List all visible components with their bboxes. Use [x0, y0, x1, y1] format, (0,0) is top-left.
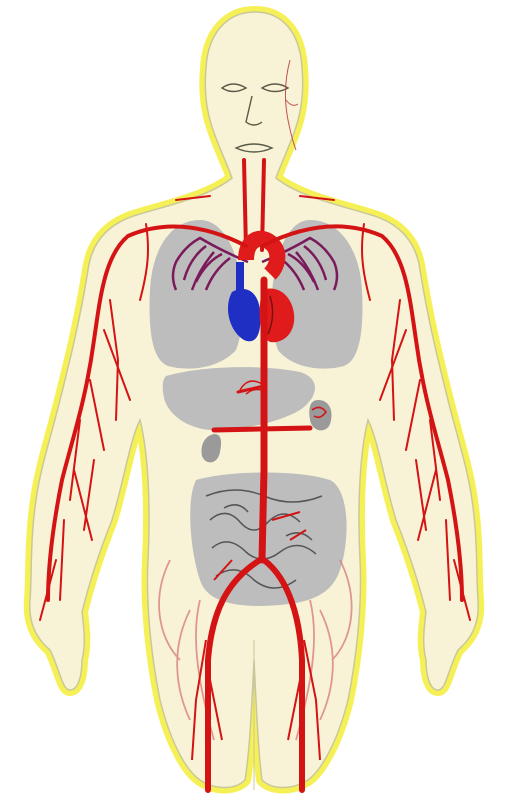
left-lung — [150, 220, 243, 369]
right-kidney — [309, 400, 331, 430]
renal-branch — [214, 428, 310, 430]
aorta — [262, 280, 264, 560]
intestines — [190, 473, 346, 607]
intestine-mass — [190, 473, 346, 607]
